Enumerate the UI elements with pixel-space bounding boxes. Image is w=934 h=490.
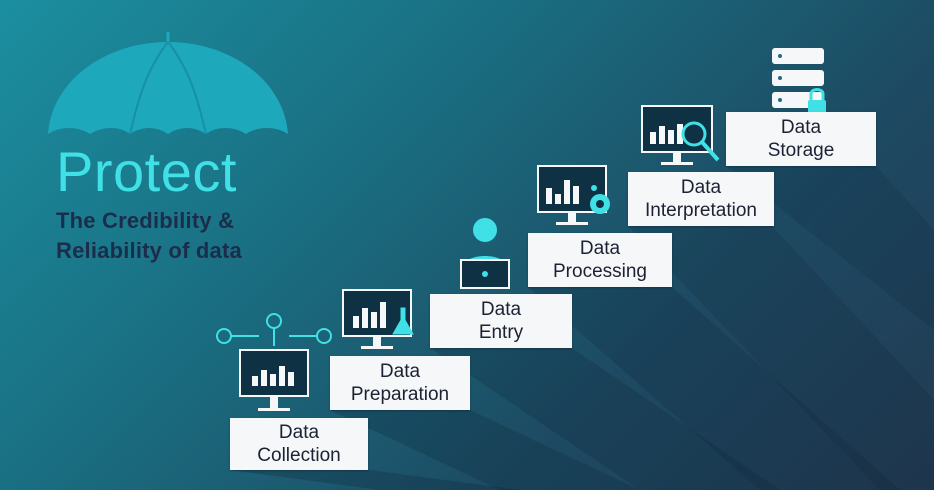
step-data-entry: Data Entry — [430, 294, 572, 348]
subtitle: The Credibility & Reliability of data — [56, 206, 242, 266]
step-label-line1: Data — [480, 299, 522, 320]
step-label-line1: Data — [780, 117, 822, 138]
step-label-line2: Interpretation — [645, 200, 757, 221]
step-label-line2: Preparation — [350, 384, 450, 405]
step-data-processing: Data Processing — [528, 233, 672, 287]
step-label-line1: Data — [680, 177, 722, 198]
umbrella-icon — [48, 32, 288, 135]
step-data-collection: Data Collection — [230, 418, 368, 470]
step-label-line1: Data — [379, 361, 421, 382]
step-data-storage: Data Storage — [726, 112, 876, 166]
step-label-line2: Processing — [553, 261, 647, 282]
step-label-line2: Storage — [767, 140, 835, 161]
monitor-magnifier-icon — [641, 105, 720, 165]
step-data-interpretation: Data Interpretation — [628, 172, 774, 226]
monitor-lab-icon — [342, 289, 414, 349]
step-label-line1: Data — [278, 422, 320, 443]
server-lock-icon — [772, 48, 826, 114]
step-label-line1: Data — [579, 238, 621, 259]
person-laptop-icon — [460, 218, 510, 289]
step-label-line2: Collection — [257, 445, 341, 466]
monitor-gear-icon — [537, 165, 610, 225]
step-data-preparation: Data Preparation — [330, 356, 470, 410]
step-label-line2: Entry — [478, 322, 524, 343]
page-title: Protect — [56, 140, 237, 203]
subtitle-line-1: The Credibility & — [56, 208, 235, 233]
monitor-network-icon — [216, 313, 332, 411]
subtitle-line-2: Reliability of data — [56, 238, 242, 263]
